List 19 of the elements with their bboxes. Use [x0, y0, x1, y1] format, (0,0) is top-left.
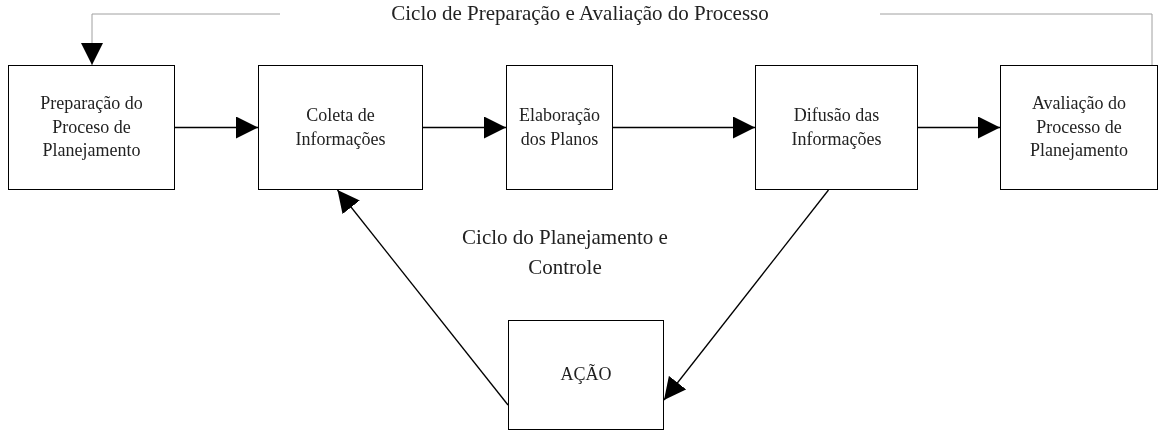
process-box: [506, 65, 613, 190]
box-label: Difusão das Informações: [791, 104, 882, 151]
process-box: [258, 65, 423, 190]
arrow: [612, 116, 756, 139]
box-label: AÇÃO: [560, 363, 612, 387]
process-box: [508, 320, 664, 430]
arrow: [422, 116, 507, 139]
box-label: Elaboração dos Planos: [519, 104, 600, 151]
process-box: [8, 65, 175, 190]
box-label: Preparação do Proceso de Planejamento: [39, 92, 144, 163]
box-label: Coleta de Informações: [295, 104, 386, 151]
cycle-label: Ciclo do Planejamento e Controle: [461, 224, 669, 282]
arrow: [917, 116, 1001, 139]
box-label: Avaliação do Processo de Planejamento: [1029, 92, 1129, 163]
process-box: [1000, 65, 1158, 190]
arrow: [336, 189, 509, 406]
arrow: [663, 189, 830, 401]
arrow: [174, 116, 259, 139]
process-box: [755, 65, 918, 190]
